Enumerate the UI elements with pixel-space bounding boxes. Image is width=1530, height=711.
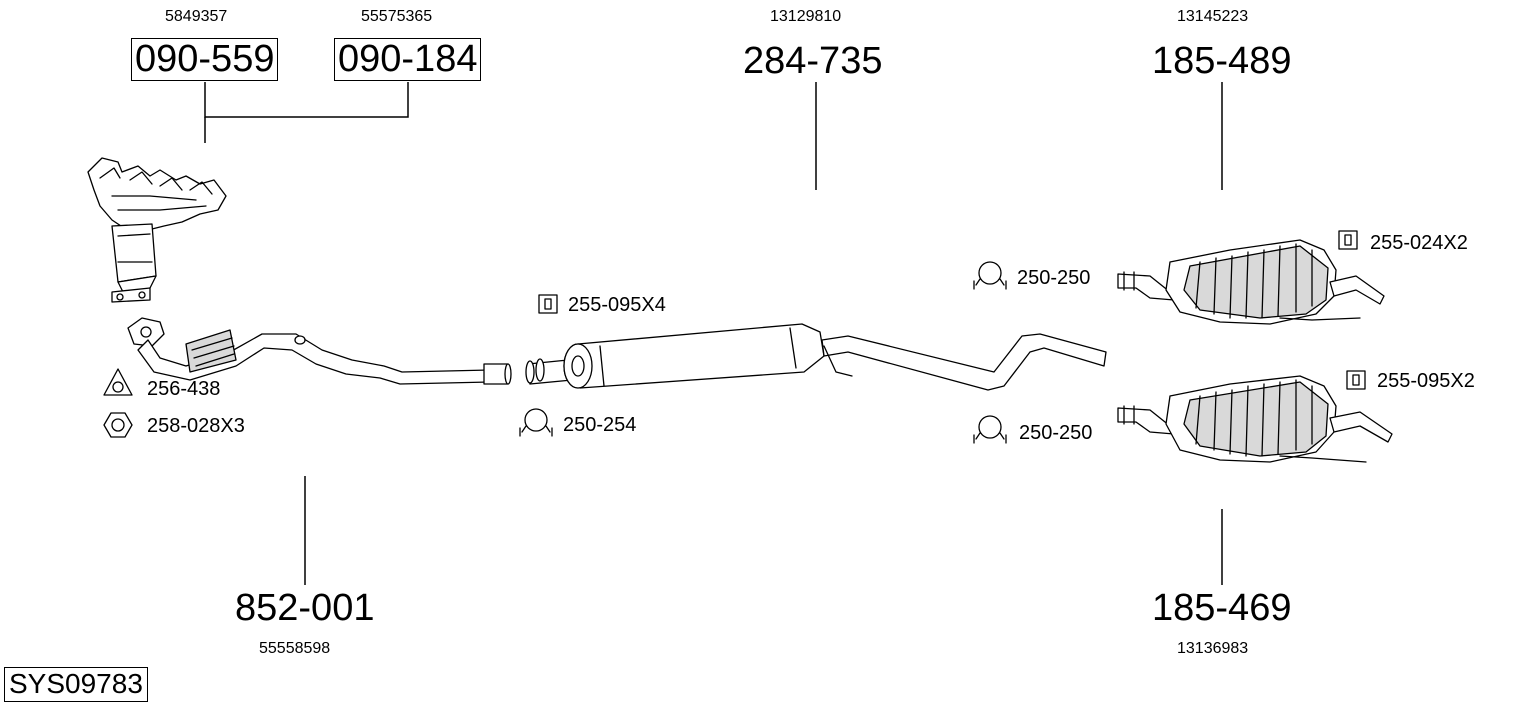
- system-code: SYS09783: [4, 667, 148, 702]
- oem-number-rear-silencer-top: 13145223: [1177, 8, 1249, 25]
- accessory-nut-label[interactable]: 258-028X3: [147, 415, 245, 437]
- rear-silencer-top-drawing: [1117, 239, 1385, 325]
- part-number-rear-silencer-bottom[interactable]: 185-469: [1152, 587, 1292, 629]
- accessory-mount-rear-top-label[interactable]: 255-024X2: [1370, 232, 1468, 254]
- rubber-mount-icon-rear-bottom: [1346, 370, 1366, 390]
- oem-number-manifold-b: 55575365: [361, 8, 433, 25]
- oem-number-rear-silencer-bottom: 13136983: [1177, 640, 1249, 657]
- accessory-mount-rear-bottom-label[interactable]: 255-095X2: [1377, 370, 1475, 392]
- middle-silencer-drawing: [525, 323, 1107, 391]
- oem-number-front-pipe: 55558598: [259, 640, 331, 657]
- rubber-mount-icon-rear-top: [1338, 230, 1358, 250]
- accessory-clamp-middle-label[interactable]: 250-254: [563, 414, 637, 436]
- rear-silencer-bottom-drawing: [1117, 375, 1393, 463]
- gasket-icon: [103, 368, 133, 396]
- pipe-clamp-icon-rear-top: [973, 261, 1007, 290]
- hex-nut-icon: [103, 412, 133, 438]
- manifold-catalyst-drawing: [87, 157, 227, 303]
- oem-number-manifold-a: 5849357: [165, 8, 228, 25]
- rubber-mount-icon-middle: [538, 294, 558, 314]
- front-pipe-drawing: [127, 317, 512, 385]
- part-number-middle-silencer[interactable]: 284-735: [743, 40, 883, 82]
- part-number-manifold-a[interactable]: 090-559: [131, 38, 279, 81]
- pipe-clamp-icon-middle: [519, 408, 553, 437]
- part-number-front-pipe[interactable]: 852-001: [235, 587, 375, 629]
- accessory-clamp-rear-bottom-label[interactable]: 250-250: [1019, 422, 1093, 444]
- accessory-gasket-label[interactable]: 256-438: [147, 378, 221, 400]
- accessory-clamp-rear-top-label[interactable]: 250-250: [1017, 267, 1091, 289]
- accessory-mount-middle-label[interactable]: 255-095X4: [568, 294, 666, 316]
- part-number-manifold-b[interactable]: 090-184: [334, 38, 482, 81]
- part-number-rear-silencer-top[interactable]: 185-489: [1152, 40, 1292, 82]
- leader-lines: [204, 82, 1223, 585]
- oem-number-middle-silencer: 13129810: [770, 8, 842, 25]
- leader-line-manifolds: [204, 82, 409, 118]
- pipe-clamp-icon-rear-bottom: [973, 415, 1007, 444]
